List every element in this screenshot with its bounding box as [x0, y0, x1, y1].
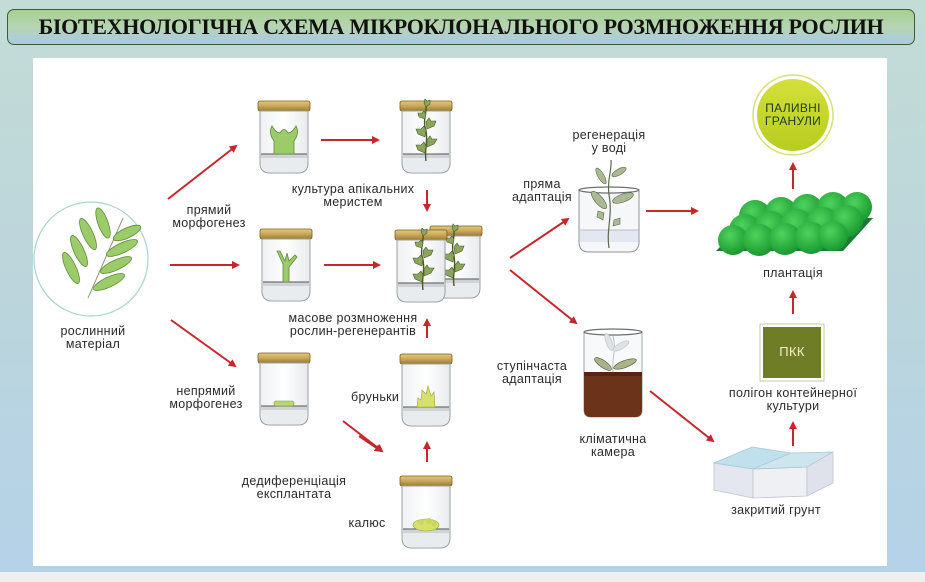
label-line: плантація: [763, 266, 823, 280]
label-fuel-pellets: ПАЛИВНІ ГРАНУЛИ: [753, 102, 833, 128]
pkk-box: [759, 323, 825, 382]
label-line: масове розмноження: [288, 311, 418, 325]
label-line: камера: [591, 445, 635, 459]
arrow-to-explant-jar: [170, 319, 237, 368]
label-line: ПКК: [779, 344, 805, 359]
arrow-stepwise-adaptation: [509, 269, 578, 325]
jar-apical-explant: [257, 100, 311, 174]
label-water-regeneration: регенерація у воді: [566, 129, 652, 155]
arrow-to-greenhouse: [649, 390, 715, 443]
label-line: ступінчаста: [496, 359, 568, 373]
label-line: закритий грунт: [731, 503, 821, 517]
water-regeneration-glass: [578, 159, 640, 253]
jar-meristem-plant: [399, 98, 453, 174]
title-banner: БІОТЕХНОЛОГІЧНА СХЕМА МІКРОКЛОНАЛЬНОГО Р…: [7, 9, 915, 45]
label-line: ГРАНУЛИ: [764, 114, 822, 128]
label-line: рослинний: [60, 324, 126, 338]
fuel-pellets-badge: [752, 74, 834, 156]
label-line: культура апікальних: [291, 182, 415, 196]
label-line: матеріал: [65, 337, 121, 351]
label-line: культури: [766, 399, 820, 413]
climate-chamber-icon: [583, 328, 643, 418]
label-greenhouse: закритий грунт: [721, 504, 831, 517]
label-indirect-morphogenesis: непрямий морфогенез: [159, 385, 253, 411]
label-line: дедиференціація: [241, 474, 347, 488]
diagram-canvas: [33, 74, 873, 549]
label-line: калюс: [348, 516, 386, 530]
label-direct-adaptation: пряма адаптація: [503, 178, 581, 204]
label-callus: калюс: [345, 517, 389, 530]
diagram-panel: рослинний матеріал прямий морфогенез неп…: [33, 58, 887, 566]
flow-arrows: [167, 136, 797, 462]
label-line: адаптація: [502, 372, 562, 386]
label-explant-dedifferentiation: дедиференціація експлантата: [239, 475, 349, 501]
label-line: адаптація: [512, 190, 572, 204]
page-title: БІОТЕХНОЛОГІЧНА СХЕМА МІКРОКЛОНАЛЬНОГО Р…: [38, 14, 884, 39]
arrow-to-apical-jar: [167, 144, 238, 200]
jar-shoot: [259, 228, 313, 302]
label-line: меристем: [323, 195, 383, 209]
label-direct-morphogenesis: прямий морфогенез: [162, 204, 256, 230]
plantation-icon: [716, 192, 873, 256]
label-line: пряма: [523, 177, 561, 191]
label-buds: бруньки: [351, 390, 400, 404]
label-line: непрямий: [176, 384, 236, 398]
label-line: морфогенез: [169, 397, 243, 411]
arrow-direct-adaptation: [509, 217, 570, 259]
label-line: регенерація: [572, 128, 646, 142]
bottom-strip: [0, 572, 925, 582]
label-plant-material: рослинний матеріал: [53, 325, 133, 351]
label-line: морфогенез: [172, 216, 246, 230]
jar-indirect-explant: [257, 352, 311, 426]
label-plantation: плантація: [743, 267, 843, 280]
label-pkk: ПКК: [763, 345, 821, 358]
label-mass-propagation: масове розмноження рослин-регенерантів: [278, 312, 428, 338]
label-line: прямий: [186, 203, 232, 217]
label-line: кліматична: [579, 432, 647, 446]
label-line: ПАЛИВНІ: [765, 101, 821, 115]
label-line: бруньки: [351, 390, 400, 404]
label-stepwise-adaptation: ступінчаста адаптація: [489, 360, 575, 386]
greenhouse-icon: [712, 446, 834, 499]
jar-mass-propagation-front: [394, 227, 448, 303]
arrow-to-callus: [342, 420, 384, 453]
label-line: у воді: [591, 141, 627, 155]
label-apical-meristem-culture: культура апікальних меристем: [278, 183, 428, 209]
label-climate-chamber: кліматична камера: [565, 433, 661, 459]
jar-callus: [399, 475, 453, 549]
label-line: експлантата: [256, 487, 332, 501]
label-line: рослин-регенерантів: [289, 324, 417, 338]
label-line: полігон контейнерної: [728, 386, 858, 400]
jar-buds: [399, 353, 453, 427]
label-container-polygon: полігон контейнерної культури: [723, 387, 863, 413]
plant-material-icon: [33, 201, 149, 317]
